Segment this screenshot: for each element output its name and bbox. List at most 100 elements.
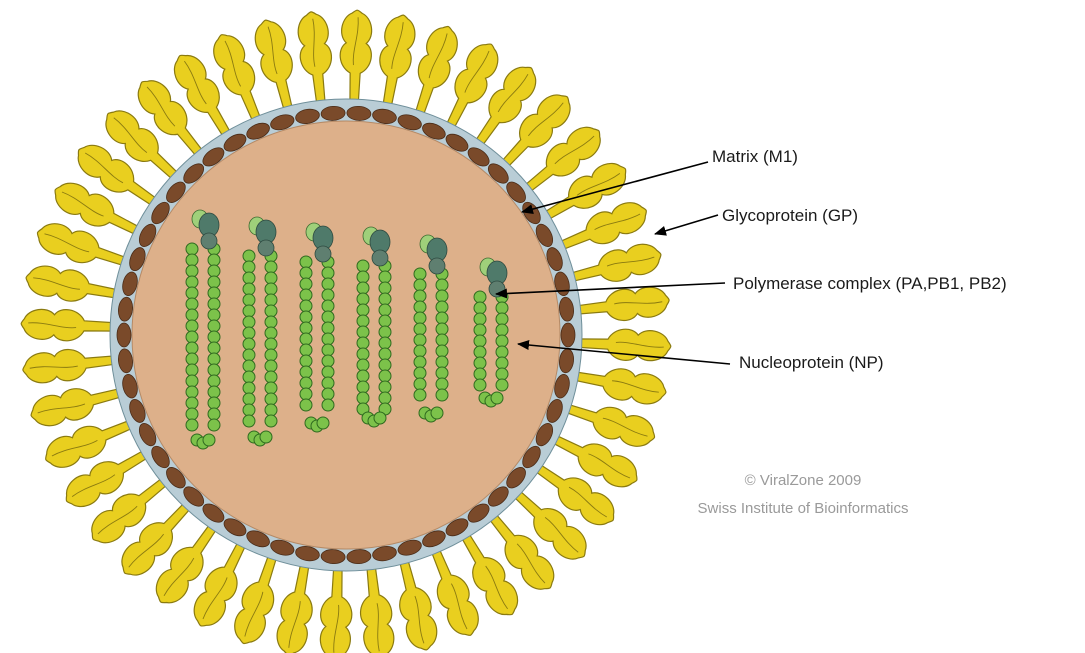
nucleoprotein-bead: [431, 407, 443, 419]
nucleoprotein-bead: [436, 279, 448, 291]
nucleoprotein-bead: [300, 300, 312, 312]
nucleoprotein-bead: [243, 393, 255, 405]
nucleoprotein-bead: [379, 381, 391, 393]
nucleoprotein-bead: [414, 268, 426, 280]
polymerase-subunit: [201, 233, 217, 249]
nucleoprotein-bead: [265, 349, 277, 361]
nucleoprotein-bead: [357, 315, 369, 327]
nucleoprotein-bead: [186, 265, 198, 277]
nucleoprotein-bead: [379, 282, 391, 294]
nucleoprotein-bead: [436, 301, 448, 313]
nucleoprotein-bead: [243, 338, 255, 350]
nucleoprotein-bead: [474, 335, 486, 347]
nucleoprotein-bead: [243, 404, 255, 416]
nucleoprotein-bead: [265, 316, 277, 328]
glycoprotein-spike: [21, 308, 121, 343]
nucleoprotein-bead: [322, 388, 334, 400]
nucleoprotein-bead: [357, 337, 369, 349]
nucleoprotein-bead: [357, 293, 369, 305]
nucleoprotein-bead: [243, 316, 255, 328]
nucleoprotein-bead: [322, 278, 334, 290]
polymerase-subunit: [258, 240, 274, 256]
nucleoprotein-bead: [265, 294, 277, 306]
glycoprotein-spike: [319, 560, 354, 653]
nucleoprotein-bead: [260, 431, 272, 443]
nucleoprotein-bead: [357, 348, 369, 360]
nucleoprotein-bead: [379, 359, 391, 371]
nucleoprotein-bead: [300, 344, 312, 356]
nucleoprotein-bead: [300, 355, 312, 367]
nucleoprotein-bead: [414, 389, 426, 401]
nucleoprotein-bead: [357, 381, 369, 393]
nucleoprotein-bead: [265, 393, 277, 405]
nucleoprotein-bead: [243, 360, 255, 372]
nucleoprotein-bead: [186, 397, 198, 409]
nucleoprotein-bead: [203, 434, 215, 446]
nucleoprotein-bead: [265, 272, 277, 284]
nucleoprotein-bead: [208, 364, 220, 376]
nucleoprotein-bead: [436, 389, 448, 401]
nucleoprotein-bead: [300, 322, 312, 334]
nucleoprotein-bead: [186, 243, 198, 255]
credit-copyright: © ViralZone 2009: [745, 472, 862, 489]
nucleoprotein-bead: [436, 323, 448, 335]
nucleoprotein-bead: [357, 359, 369, 371]
nucleoprotein-bead: [208, 298, 220, 310]
nucleoprotein-bead: [491, 392, 503, 404]
nucleoprotein-bead: [474, 346, 486, 358]
nucleoprotein-bead: [379, 293, 391, 305]
glycoprotein-spike: [338, 10, 373, 110]
nucleoprotein-bead: [322, 311, 334, 323]
glycoprotein-spike: [21, 344, 123, 386]
nucleoprotein-bead: [243, 272, 255, 284]
nucleoprotein-bead: [300, 289, 312, 301]
nucleoprotein-bead: [300, 278, 312, 290]
nucleoprotein-bead: [243, 415, 255, 427]
nucleoprotein-bead: [243, 371, 255, 383]
nucleoprotein-bead: [322, 267, 334, 279]
nucleoprotein-bead: [474, 324, 486, 336]
nucleoprotein-bead: [300, 256, 312, 268]
nucleoprotein-bead: [186, 298, 198, 310]
nucleoprotein-bead: [186, 276, 198, 288]
nucleoprotein-bead: [265, 327, 277, 339]
nucleoprotein-bead: [496, 379, 508, 391]
nucleoprotein-bead: [357, 271, 369, 283]
nucleoprotein-bead: [265, 415, 277, 427]
glycoprotein-spike: [296, 10, 338, 112]
nucleoprotein-bead: [322, 377, 334, 389]
nucleoprotein-bead: [414, 367, 426, 379]
nucleoprotein-bead: [300, 333, 312, 345]
nucleoprotein-bead: [357, 370, 369, 382]
nucleoprotein-bead: [265, 283, 277, 295]
nucleoprotein-bead: [300, 388, 312, 400]
matrix-protein: [561, 323, 575, 347]
nucleoprotein-bead: [436, 367, 448, 379]
nucleoprotein-bead: [496, 357, 508, 369]
nucleoprotein-bead: [496, 313, 508, 325]
nucleoprotein-bead: [208, 386, 220, 398]
nucleoprotein-bead: [265, 382, 277, 394]
nucleoprotein-bead: [496, 302, 508, 314]
nucleoprotein-bead: [265, 371, 277, 383]
nucleoprotein-bead: [322, 344, 334, 356]
nucleoprotein-bead: [186, 254, 198, 266]
nucleoprotein-bead: [496, 324, 508, 336]
nucleoprotein-bead: [265, 360, 277, 372]
nucleoprotein-bead: [208, 276, 220, 288]
nucleoprotein-bead: [243, 382, 255, 394]
nucleoprotein-bead: [208, 320, 220, 332]
nucleoprotein-bead: [300, 399, 312, 411]
nucleoprotein-bead: [322, 366, 334, 378]
nucleoprotein-bead: [300, 311, 312, 323]
nucleoprotein-bead: [379, 271, 391, 283]
nucleoprotein-bead: [414, 290, 426, 302]
polymerase-subunit: [372, 250, 388, 266]
nucleoprotein-bead: [208, 353, 220, 365]
nucleoprotein-bead: [186, 375, 198, 387]
nucleoprotein-bead: [357, 282, 369, 294]
nucleoprotein-bead: [474, 368, 486, 380]
nucleoprotein-bead: [414, 378, 426, 390]
nucleoprotein-bead: [243, 294, 255, 306]
nucleoprotein-bead: [379, 348, 391, 360]
